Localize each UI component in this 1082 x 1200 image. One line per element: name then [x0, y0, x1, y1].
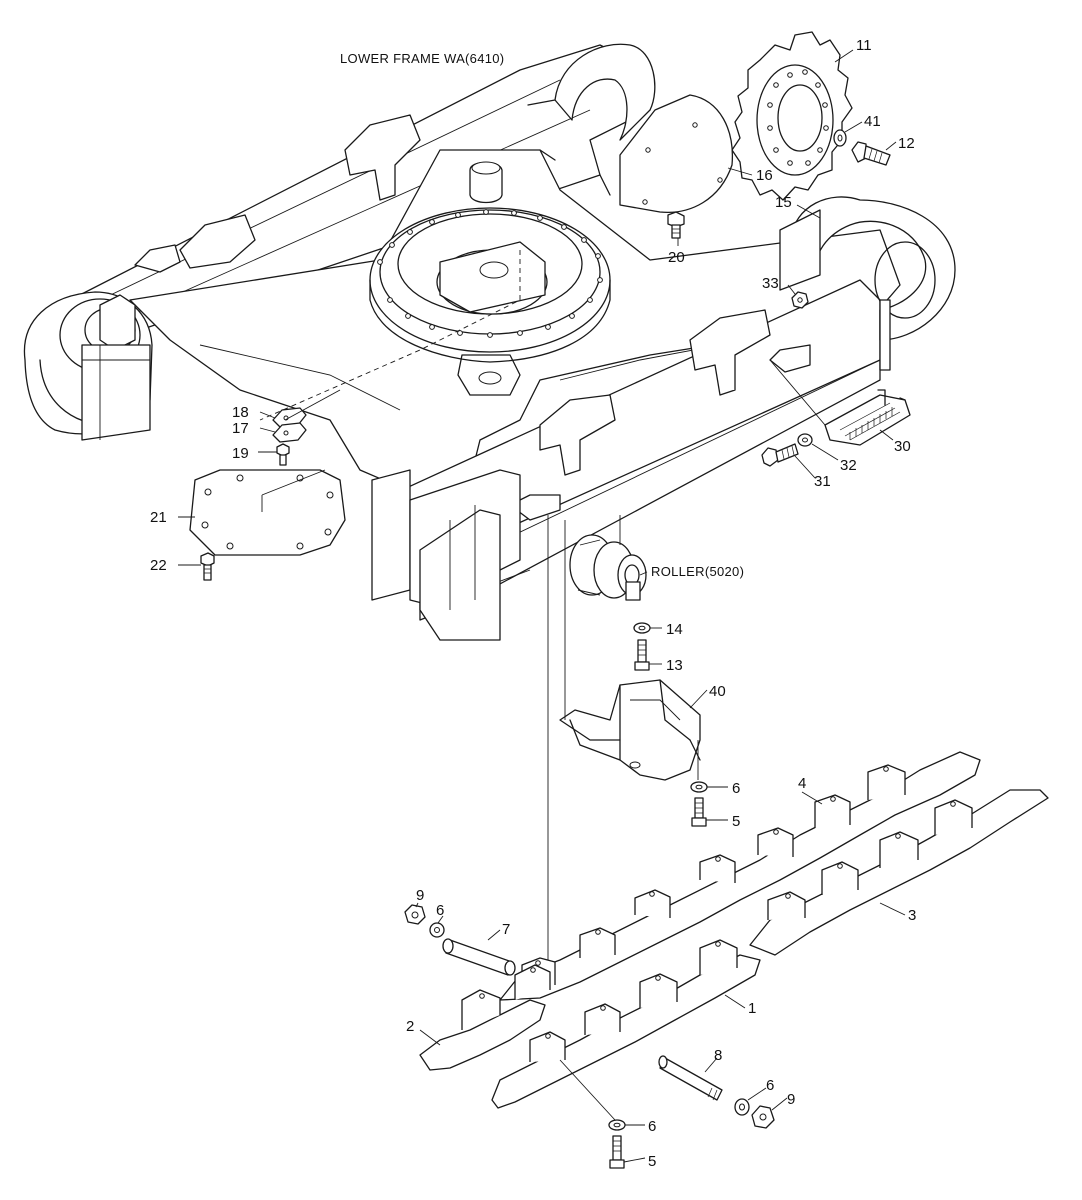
part-label-15: 15: [775, 194, 792, 211]
roller-guard-40: [559, 679, 701, 781]
part-label-14: 14: [666, 621, 683, 638]
lower-frame: [23, 43, 956, 641]
track-link-4: [499, 751, 981, 1001]
alignment-lines: [261, 359, 826, 1121]
track-link-2: [419, 964, 551, 1071]
nut-9-right: [751, 1105, 775, 1129]
part-label-1: 1: [748, 1000, 756, 1017]
bolt-13: [634, 639, 650, 671]
washer-6-right: [734, 1098, 750, 1116]
nut-33: [791, 291, 809, 309]
cover-21: [189, 469, 346, 556]
part-label-6c: 6: [766, 1077, 774, 1094]
swing-circle-bolt-holes: [377, 209, 603, 338]
part-label-4: 4: [798, 775, 806, 792]
part-label-13: 13: [666, 657, 683, 674]
bolt-22: [200, 552, 215, 581]
nut-9-left: [404, 904, 426, 925]
part-label-21: 21: [150, 509, 167, 526]
leader-lines: [178, 49, 906, 1163]
bolt-20: [667, 211, 685, 239]
part-label-6a: 6: [732, 780, 740, 797]
part-label-33: 33: [762, 275, 779, 292]
part-label-41: 41: [864, 113, 881, 130]
track-roller: [569, 534, 647, 601]
pin-8: [658, 1055, 723, 1101]
part-label-5b: 5: [648, 1153, 656, 1170]
bolt-31: [761, 443, 799, 467]
washer-14: [633, 622, 651, 634]
part-label-6b: 6: [436, 902, 444, 919]
part-label-11: 11: [856, 37, 872, 54]
part-label-5a: 5: [732, 813, 740, 830]
washer-32: [797, 433, 813, 447]
part-label-6d: 6: [648, 1118, 656, 1135]
sprocket: [731, 31, 853, 201]
guide-30: [824, 389, 911, 446]
part-label-20: 20: [668, 249, 685, 266]
part-label-22: 22: [150, 557, 167, 574]
part-label-7: 7: [502, 921, 510, 938]
track-link-3: [749, 789, 1049, 956]
assembly-title: LOWER FRAME WA(6410): [340, 51, 504, 66]
part-label-2: 2: [406, 1018, 414, 1035]
part-label-30: 30: [894, 438, 911, 455]
part-label-17: 17: [232, 420, 249, 437]
bolt-5-bottom: [609, 1135, 625, 1169]
part-label-12: 12: [898, 135, 915, 152]
part-label-9b: 9: [787, 1091, 795, 1108]
part-label-3: 3: [908, 907, 916, 924]
shim-17: [272, 422, 307, 443]
part-label-9a: 9: [416, 887, 424, 904]
bolt-19: [276, 443, 290, 466]
part-label-16: 16: [756, 167, 773, 184]
washer-6-left: [429, 922, 445, 938]
washer-41: [833, 129, 847, 147]
pin-7: [442, 938, 516, 976]
washer-6-guard: [690, 781, 708, 793]
part-label-8: 8: [714, 1047, 722, 1064]
part-label-31: 31: [814, 473, 831, 490]
roller-assembly-label: ROLLER(5020): [651, 564, 744, 579]
washer-6-bottom: [608, 1119, 626, 1131]
track-link-1: [491, 939, 761, 1109]
callout-labels: LOWER FRAME WA(6410) ROLLER(5020) 11 41 …: [150, 37, 916, 1170]
part-label-18: 18: [232, 404, 249, 421]
part-label-19: 19: [232, 445, 249, 462]
part-label-32: 32: [840, 457, 857, 474]
bolt-12: [851, 141, 891, 166]
bolt-5-guard: [691, 797, 707, 827]
part-label-40: 40: [709, 683, 726, 700]
